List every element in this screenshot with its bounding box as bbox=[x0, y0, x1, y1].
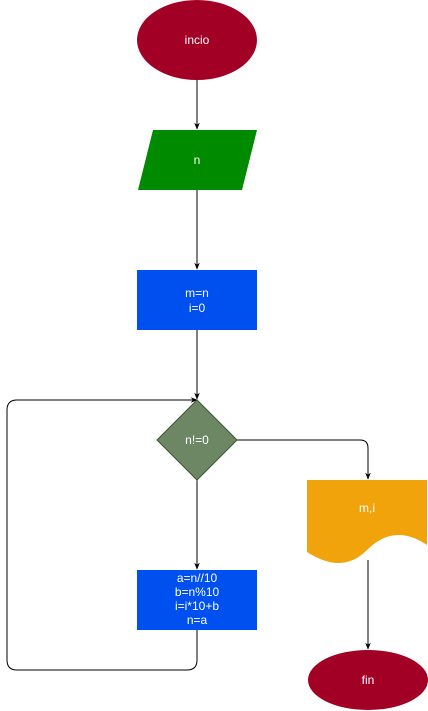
loop-body-line-4: n=a bbox=[187, 613, 208, 627]
input-node: n bbox=[138, 130, 257, 190]
loop-body-line-1: a=n//10 bbox=[177, 571, 218, 585]
loop-body-node: a=n//10 b=n%10 i=i*10+b n=a bbox=[137, 570, 257, 630]
decision-node: n!=0 bbox=[156, 399, 238, 481]
input-parallelogram bbox=[138, 130, 257, 190]
loop-body-line-3: i=i*10+b bbox=[175, 599, 219, 613]
end-label: fin bbox=[362, 673, 375, 687]
output-document-shape bbox=[307, 480, 427, 563]
init-line-1: m=n bbox=[185, 286, 209, 300]
decision-diamond bbox=[156, 399, 238, 481]
edge-loop-body-back-to-decision bbox=[6, 397, 198, 671]
loop-body-rectangle bbox=[137, 570, 257, 630]
end-node: fin bbox=[308, 650, 428, 710]
init-node: m=n i=0 bbox=[137, 270, 257, 330]
end-ellipse bbox=[308, 650, 428, 710]
init-line-2: i=0 bbox=[189, 301, 206, 315]
start-label: incio bbox=[185, 33, 210, 47]
edge-decision-to-output bbox=[237, 439, 371, 480]
start-node: incio bbox=[137, 0, 257, 80]
start-ellipse bbox=[137, 0, 257, 80]
input-label: n bbox=[194, 153, 201, 167]
init-rectangle bbox=[137, 270, 257, 330]
output-node: m,i bbox=[307, 480, 427, 563]
decision-label: n!=0 bbox=[185, 433, 209, 447]
output-label: m,i bbox=[359, 501, 375, 515]
loop-body-line-2: b=n%10 bbox=[175, 585, 220, 599]
